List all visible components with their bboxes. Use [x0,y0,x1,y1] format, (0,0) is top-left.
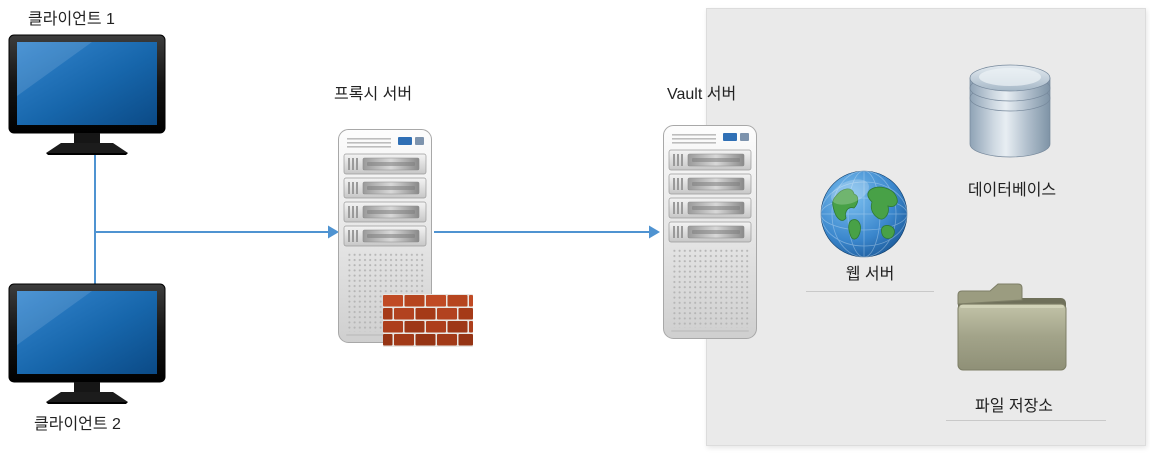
web-server-globe-icon [818,168,910,260]
infrastructure-panel [706,8,1146,446]
vault-server-label: Vault 서버 [667,86,737,103]
database-label: 데이터베이스 [967,182,1057,199]
file-storage-divider [946,420,1106,421]
vault-server-icon [662,124,758,340]
arrow-clients-to-proxy [95,225,339,239]
file-storage-label: 파일 저장소 [974,398,1054,415]
firewall-icon [383,292,475,348]
arrow-proxy-to-vault [434,225,660,239]
client1-monitor-icon [8,34,166,156]
web-server-label: 웹 서버 [845,266,895,283]
file-storage-folder-icon [954,282,1070,376]
web-server-divider [806,291,934,292]
client2-label: 클라이언트 2 [34,416,121,433]
proxy-server-label: 프록시 서버 [334,86,413,103]
client1-label: 클라이언트 1 [28,11,115,28]
database-icon [962,52,1058,164]
client2-monitor-icon [8,283,166,405]
